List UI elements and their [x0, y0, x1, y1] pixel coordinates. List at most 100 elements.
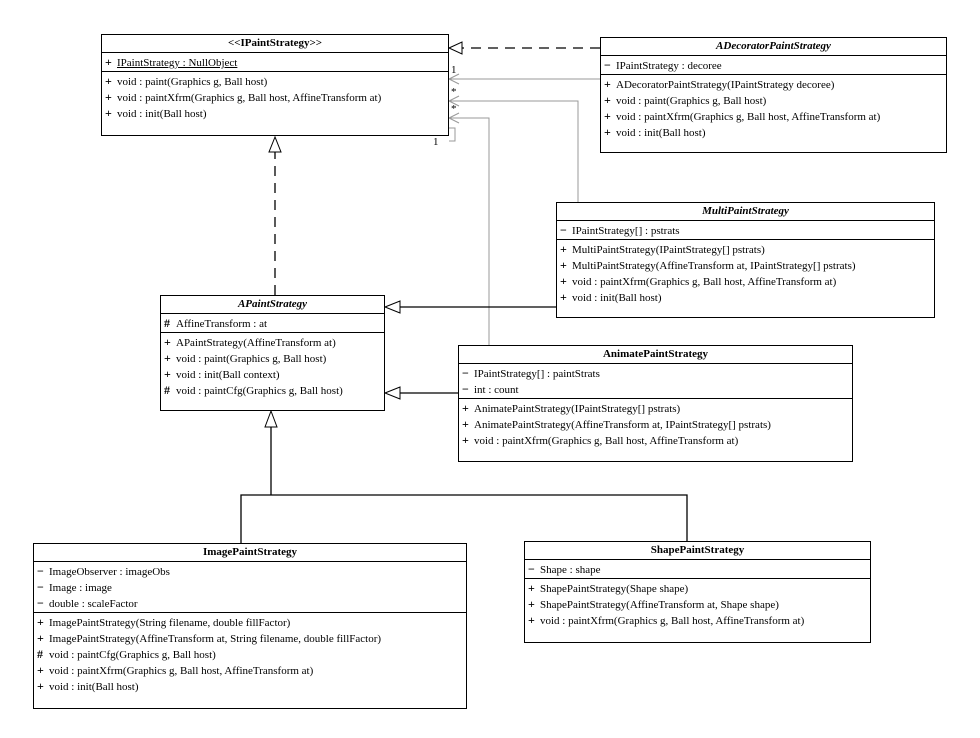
attribute-text: IPaintStrategy : NullObject	[117, 57, 238, 69]
attribute-row: + IPaintStrategy : NullObject	[102, 54, 448, 70]
operation-text: void : paintXfrm(Graphics g, Ball host, …	[117, 92, 382, 104]
class-name: APaintStrategy	[161, 296, 384, 314]
class-name: ShapePaintStrategy	[525, 542, 870, 560]
operation-row: +void : init(Ball host)	[34, 678, 466, 694]
operation-row: + MultiPaintStrategy(AffineTransform at, …	[557, 257, 934, 273]
visibility-marker: −	[560, 223, 567, 237]
attribute-text: AffineTransform : at	[176, 318, 268, 330]
operation-row: +ImagePaintStrategy(AffineTransform at, …	[34, 630, 466, 646]
operation-text: void : paintXfrm(Graphics g, Ball host, …	[572, 276, 837, 288]
visibility-marker: +	[560, 290, 567, 304]
operation-text: void : paintXfrm(Graphics g, Ball host, …	[540, 615, 805, 627]
attribute-text: IPaintStrategy[] : pstrats	[572, 225, 680, 237]
operation-text: APaintStrategy(AffineTransform at)	[176, 337, 336, 349]
operation-text: void : paintXfrm(Graphics g, Ball host, …	[49, 665, 314, 677]
operation-row: +void : init(Ball host)	[102, 105, 448, 121]
attribute-text: int : count	[474, 384, 519, 396]
generalization-branch	[240, 494, 688, 543]
association-paintstrats	[449, 117, 490, 345]
visibility-marker: −	[462, 366, 469, 380]
operation-row: + void : init(Ball context)	[161, 366, 384, 382]
class-adecoratorpaintstrategy[interactable]: ADecoratorPaintStrategy −IPaintStrategy …	[600, 37, 947, 153]
class-imagepaintstrategy[interactable]: ImagePaintStrategy −ImageObserver : imag…	[33, 543, 467, 709]
class-name: ADecoratorPaintStrategy	[601, 38, 946, 56]
visibility-marker: +	[164, 367, 171, 381]
attribute-row: −Image : image	[34, 579, 466, 595]
operation-row: + void : paintXfrm(Graphics g, Ball host,…	[557, 273, 934, 289]
operation-text: void : init(Ball host)	[117, 108, 207, 120]
attribute-row: −IPaintStrategy : decoree	[601, 57, 946, 73]
visibility-marker: +	[560, 258, 567, 272]
class-ipaintstrategy[interactable]: <<IPaintStrategy>> +IPaintStrategy : Nul…	[101, 34, 449, 136]
multiplicity-paintstrats: *	[451, 103, 457, 115]
attribute-row: −ImageObserver : imageObs	[34, 563, 466, 579]
operation-row: +void : paintXfrm(Graphics g, Ball host,…	[601, 108, 946, 124]
visibility-marker: +	[105, 90, 112, 104]
multiplicity-decoree: 1	[451, 64, 457, 76]
attribute-text: Shape : shape	[540, 564, 601, 576]
generalization-arrowhead-multi	[383, 300, 401, 314]
operation-text: MultiPaintStrategy(AffineTransform at, I…	[572, 260, 856, 272]
association-pstrats	[449, 100, 579, 202]
operation-text: void : init(Ball context)	[176, 369, 280, 381]
visibility-marker: −	[37, 596, 44, 610]
attributes-section: −Shape : shape	[525, 560, 870, 579]
attribute-row: −IPaintStrategy[] : paintStrats	[459, 365, 852, 381]
association-paintstrats-arrowhead	[447, 112, 460, 124]
operations-section: +ImagePaintStrategy(String filename, dou…	[34, 613, 466, 695]
attribute-row: −Shape : shape	[525, 561, 870, 577]
attribute-row: −double : scaleFactor	[34, 595, 466, 611]
visibility-marker: −	[528, 562, 535, 576]
visibility-marker: +	[37, 663, 44, 677]
visibility-marker: −	[37, 580, 44, 594]
attribute-text: IPaintStrategy : decoree	[616, 60, 722, 72]
operation-row: + AnimatePaintStrategy(IPaintStrategy[] p…	[459, 400, 852, 416]
class-name: ImagePaintStrategy	[34, 544, 466, 562]
class-apaintstrategy[interactable]: APaintStrategy #AffineTransform : at +AP…	[160, 295, 385, 411]
operation-text: AnimatePaintStrategy(IPaintStrategy[] ps…	[474, 403, 681, 415]
operation-row: +void : paint(Graphics g, Ball host)	[601, 92, 946, 108]
operation-row: +ADecoratorPaintStrategy(IPaintStrategy …	[601, 76, 946, 92]
operation-text: void : paintCfg(Graphics g, Ball host)	[176, 385, 343, 397]
attribute-row: −int : count	[459, 381, 852, 397]
visibility-marker: #	[37, 647, 43, 661]
operation-text: ImagePaintStrategy(AffineTransform at, S…	[49, 633, 382, 645]
visibility-marker: +	[105, 55, 112, 69]
class-multipaintstrategy[interactable]: MultiPaintStrategy −IPaintStrategy[] : p…	[556, 202, 935, 318]
attribute-row: −IPaintStrategy[] : pstrats	[557, 222, 934, 238]
attribute-text: double : scaleFactor	[49, 598, 138, 610]
operation-text: MultiPaintStrategy(IPaintStrategy[] pstr…	[572, 244, 765, 256]
visibility-marker: −	[604, 58, 611, 72]
attribute-text: IPaintStrategy[] : paintStrats	[474, 368, 600, 380]
operation-row: #void : paintCfg(Graphics g, Ball host)	[161, 382, 384, 398]
attributes-section: −ImageObserver : imageObs −Image : image…	[34, 562, 466, 613]
association-pstrats-arrowhead	[447, 95, 460, 107]
operation-row: + AnimatePaintStrategy(AffineTransform at…	[459, 416, 852, 432]
generalization-arrowhead-apaint	[264, 409, 278, 428]
operation-text: void : paint(Graphics g, Ball host)	[616, 95, 767, 107]
visibility-marker: +	[604, 109, 611, 123]
generalization-arrowhead-animate	[383, 386, 401, 400]
operation-text: void : paint(Graphics g, Ball host)	[117, 76, 268, 88]
operations-section: +APaintStrategy(AffineTransform at) +voi…	[161, 333, 384, 399]
visibility-marker: +	[462, 401, 469, 415]
visibility-marker: +	[164, 335, 171, 349]
operation-row: +void : paint(Graphics g, Ball host)	[102, 73, 448, 89]
operation-text: void : init(Ball host)	[49, 681, 139, 693]
class-animatepaintstrategy[interactable]: AnimatePaintStrategy −IPaintStrategy[] :…	[458, 345, 853, 462]
operation-row: + APaintStrategy(AffineTransform at)	[161, 334, 384, 350]
class-shapepaintstrategy[interactable]: ShapePaintStrategy −Shape : shape +Shape…	[524, 541, 871, 643]
visibility-marker: +	[560, 274, 567, 288]
operation-text: AnimatePaintStrategy(AffineTransform at,…	[474, 419, 771, 431]
operation-text: void : paint(Graphics g, Ball host)	[176, 353, 327, 365]
operation-row: + void : init(Ball host)	[557, 289, 934, 305]
operations-section: + AnimatePaintStrategy(IPaintStrategy[] p…	[459, 399, 852, 449]
multiplicity-pstrats: *	[451, 86, 457, 98]
visibility-marker: +	[462, 417, 469, 431]
operations-section: + MultiPaintStrategy(IPaintStrategy[] pst…	[557, 240, 934, 306]
operation-text: void : paintCfg(Graphics g, Ball host)	[49, 649, 216, 661]
realization-arrowhead-apaint	[268, 135, 282, 153]
operation-row: +void : paint(Graphics g, Ball host)	[161, 350, 384, 366]
operation-text: void : init(Ball host)	[572, 292, 662, 304]
